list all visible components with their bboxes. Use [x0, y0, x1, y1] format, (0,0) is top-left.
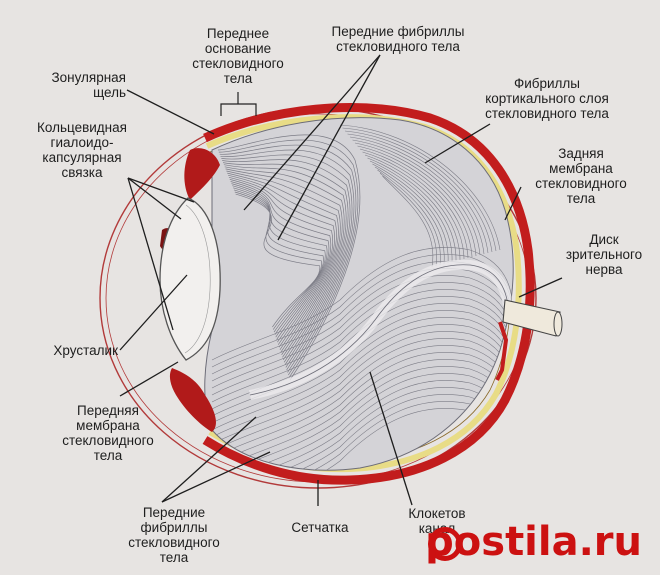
anterior-base-bracket — [220, 92, 257, 116]
label-zonular-cleft: Зонулярная щель — [51, 70, 126, 100]
label-optic-disc: Диск зрительного нерва — [565, 232, 643, 277]
label-anterior-vitreous-base: Переднее основание стекловидного тела — [192, 26, 284, 86]
label-anterior-membrane: Передняя мембрана стекловидного тела — [62, 403, 154, 463]
label-hyaloid-capsular-ligament: Кольцевидная гиалоидо- капсулярная связк… — [37, 120, 127, 180]
lens — [159, 197, 221, 361]
vitreous-body — [204, 117, 514, 471]
label-anterior-fibrils-bottom: Передние фибриллы стекловидного тела — [128, 505, 220, 565]
watermark-text: postila.ru — [425, 519, 642, 565]
label-anterior-fibrils-top: Передние фибриллы стекловидного тела — [331, 24, 465, 54]
label-cortical-fibrils: Фибриллы кортикального слоя стекловидног… — [485, 76, 609, 121]
label-retina: Сетчатка — [291, 520, 349, 535]
watermark-logo-icon — [428, 527, 462, 561]
label-posterior-membrane: Задняя мембрана стекловидного тела — [535, 146, 627, 206]
leader-lines — [119, 54, 563, 506]
optic-nerve — [495, 299, 563, 381]
label-lens: Хрусталик — [53, 343, 118, 358]
